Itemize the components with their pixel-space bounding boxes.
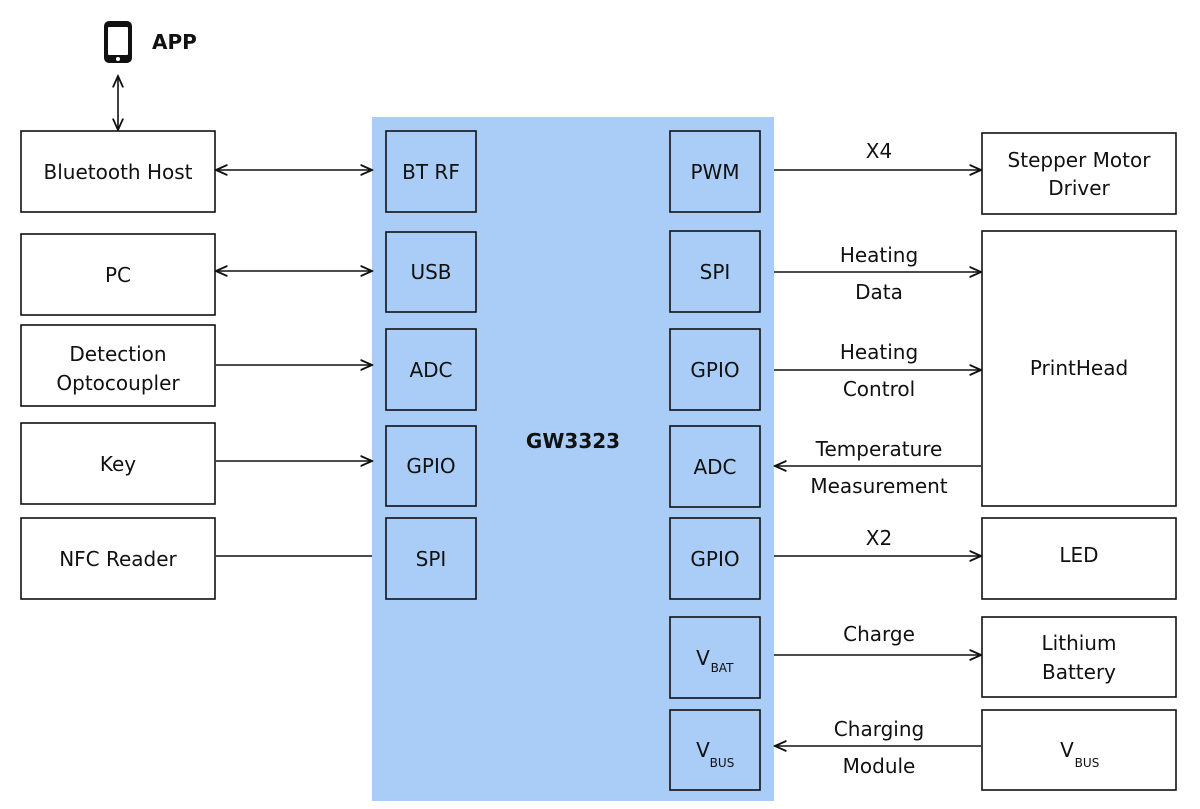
battery-label-line2: Battery xyxy=(1042,660,1116,684)
led-label: LED xyxy=(1059,543,1098,567)
app-label: APP xyxy=(152,30,197,54)
key-label: Key xyxy=(100,452,136,476)
lithium-battery-block xyxy=(981,616,1177,698)
signal-charging-module-line1: Charging xyxy=(834,717,924,741)
nfc-reader-label: NFC Reader xyxy=(59,547,177,571)
detection-optocoupler-block xyxy=(20,324,216,407)
pin-pwm-label: PWM xyxy=(690,160,739,184)
key-block xyxy=(20,422,216,505)
chip-label: GW3323 xyxy=(526,429,620,453)
pin-vbus xyxy=(669,709,761,791)
pin-bt-rf-label: BT RF xyxy=(402,160,460,184)
pc-label: PC xyxy=(105,263,131,287)
detection-label-line2: Optocoupler xyxy=(56,371,180,395)
pin-gpio-left-label: GPIO xyxy=(406,454,455,478)
pin-gpio-right-1-label: GPIO xyxy=(690,358,739,382)
signal-charge: Charge xyxy=(843,622,915,646)
pin-pwm xyxy=(669,130,761,213)
pin-gpio-right-2-label: GPIO xyxy=(690,547,739,571)
signal-heating-data-line2: Data xyxy=(855,280,903,304)
pin-bt-rf xyxy=(385,130,477,213)
pin-gpio-right-2 xyxy=(669,517,761,600)
pin-gpio-right-1 xyxy=(669,328,761,411)
phone-icon xyxy=(104,21,132,63)
signal-x4: X4 xyxy=(866,139,892,163)
pin-adc-left xyxy=(385,328,477,411)
led-block xyxy=(981,517,1177,600)
bluetooth-host-block xyxy=(20,130,216,213)
signal-x2: X2 xyxy=(866,526,892,550)
stepper-label-line1: Stepper Motor xyxy=(1008,148,1152,172)
pin-adc-right xyxy=(669,425,761,508)
signal-charging-module-line2: Module xyxy=(843,754,916,778)
pin-vbat-main: V xyxy=(696,646,710,670)
pin-vbat-subscript: BAT xyxy=(711,661,735,675)
vbus-block-main: V xyxy=(1060,738,1074,762)
battery-label-line1: Lithium xyxy=(1042,631,1117,655)
bluetooth-host-label: Bluetooth Host xyxy=(44,160,193,184)
pin-vbat xyxy=(669,616,761,699)
signal-heating-control-line2: Control xyxy=(843,377,915,401)
vbus-block-subscript: BUS xyxy=(1075,756,1100,770)
printhead-block xyxy=(981,230,1177,507)
pin-spi-left xyxy=(385,517,477,600)
pin-usb-label: USB xyxy=(410,260,451,284)
nfc-reader-block xyxy=(20,517,216,600)
pin-vbus-subscript: BUS xyxy=(710,756,735,770)
detection-label-line1: Detection xyxy=(69,342,166,366)
stepper-label-line2: Driver xyxy=(1048,176,1110,200)
pin-gpio-left xyxy=(385,425,477,507)
signal-heating-control-line1: Heating xyxy=(840,340,918,364)
pin-spi-left-label: SPI xyxy=(416,547,447,571)
printhead-label: PrintHead xyxy=(1030,356,1128,380)
pin-adc-right-label: ADC xyxy=(693,455,736,479)
pin-usb xyxy=(385,231,477,313)
pin-spi-right xyxy=(669,230,761,313)
signal-temperature-line2: Measurement xyxy=(810,474,947,498)
vbus-block xyxy=(981,709,1177,791)
signal-heating-data-line1: Heating xyxy=(840,243,918,267)
pin-spi-right-label: SPI xyxy=(700,260,731,284)
pin-vbus-main: V xyxy=(696,738,710,762)
signal-temperature-line1: Temperature xyxy=(815,437,943,461)
pin-adc-left-label: ADC xyxy=(409,358,452,382)
stepper-motor-driver-block xyxy=(981,132,1177,215)
